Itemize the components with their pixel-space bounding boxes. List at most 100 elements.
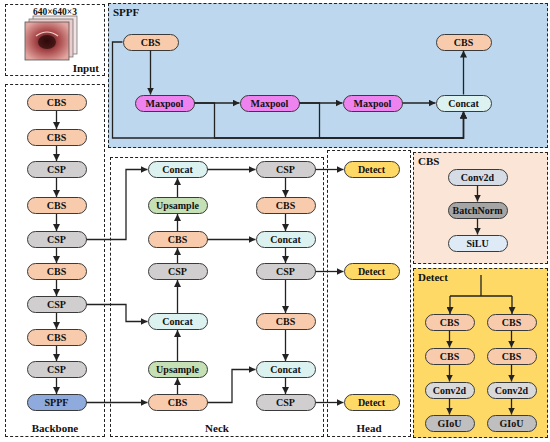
flow-arrow — [56, 146, 57, 161]
block-label: CBS — [276, 200, 295, 211]
silu-block: SiLU — [448, 235, 508, 252]
flow-arrow — [208, 169, 256, 170]
block-label: CSP — [276, 397, 295, 408]
block-label: Concat — [270, 234, 301, 245]
block-label: SPPF — [45, 397, 69, 408]
csp-block: CSP — [148, 263, 208, 280]
image-layer — [29, 19, 73, 57]
block-label: Conv2d — [461, 172, 494, 183]
csp-block: CSP — [27, 161, 87, 178]
cbs-block: CBS — [123, 34, 179, 51]
upsample-block: Upsample — [148, 361, 208, 378]
flow-arrow — [177, 178, 178, 197]
flow-arrow — [177, 248, 178, 263]
flow-arrow — [56, 280, 57, 296]
flow-arrow — [177, 214, 178, 231]
cbs-block: CBS — [27, 197, 87, 214]
flow-arrow — [195, 103, 464, 138]
flow-arrow — [285, 378, 286, 394]
concat-block: Concat — [148, 161, 208, 178]
flow-arrow — [285, 280, 286, 313]
flow-arrow — [56, 378, 57, 394]
cbs-block: CBS — [487, 314, 537, 331]
block-label: SiLU — [466, 238, 488, 249]
block-label: CBS — [168, 397, 187, 408]
block-label: CBS — [47, 332, 66, 343]
block-label: CBS — [47, 132, 66, 143]
conv-block: Conv2d — [425, 382, 475, 399]
cbs-block: CBS — [256, 313, 316, 330]
block-label: CSP — [47, 234, 66, 245]
block-label: Upsample — [156, 200, 199, 211]
csp-block: CSP — [27, 231, 87, 248]
concat-block: Concat — [256, 361, 316, 378]
block-label: GIoU — [438, 418, 462, 429]
block-label: Concat — [448, 98, 479, 109]
cbs-block: CBS — [148, 394, 208, 411]
flow-arrow — [463, 51, 464, 95]
block-label: GIoU — [500, 418, 524, 429]
cbs-block: CBS — [425, 314, 475, 331]
panel-title: 640×640×3 — [6, 7, 104, 17]
flow-arrow — [56, 346, 57, 361]
cbs-block: CBS — [27, 94, 87, 111]
head-panel: HeadDetectDetectDetect — [327, 150, 411, 437]
flow-arrow — [177, 330, 178, 361]
cbs-block: CBS — [148, 231, 208, 248]
concat-block: Concat — [436, 95, 492, 112]
flow-arrow — [56, 214, 57, 231]
flow-arrow — [87, 305, 148, 322]
flow-arrow — [449, 331, 450, 348]
csp-block: CSP — [256, 263, 316, 280]
flow-arrow — [477, 219, 478, 235]
flow-arrow — [511, 365, 512, 382]
flow-arrow — [56, 248, 57, 263]
concat-block: Concat — [256, 231, 316, 248]
concat-block: Concat — [148, 313, 208, 330]
upsample-block: Upsample — [148, 197, 208, 214]
batchnorm-block: BatchNorm — [448, 202, 508, 219]
block-label: CBS — [47, 266, 66, 277]
block-label: CBS — [168, 234, 187, 245]
input-image — [25, 16, 77, 60]
sppf-panel: SPPFCBSCBSMaxpoolMaxpoolMaxpoolConcat — [108, 3, 548, 148]
block-label: Concat — [270, 364, 301, 375]
block-label: Detect — [358, 164, 385, 175]
maxpool-block: Maxpool — [135, 95, 195, 112]
cbs-block: CBS — [425, 348, 475, 365]
image-detail — [36, 32, 58, 36]
csp-block: CSP — [27, 361, 87, 378]
cbs-panel: CBSConv2dBatchNormSiLU — [413, 152, 548, 264]
block-label: Detect — [358, 397, 385, 408]
block-label: CBS — [141, 37, 160, 48]
giou-block: GIoU — [425, 415, 475, 432]
cbs-block: CBS — [27, 129, 87, 146]
detect-panel: DetectCBS CBS CBS CBS Conv2d Conv2dGIoU GIoU — [413, 268, 548, 438]
giou-block: GIoU — [487, 415, 537, 432]
flow-arrow — [449, 399, 450, 415]
image-layer — [33, 16, 77, 54]
block-label: Maxpool — [251, 98, 289, 109]
maxpool-block: Maxpool — [240, 95, 300, 112]
detect-block: Detect — [344, 161, 400, 178]
block-label: Detect — [358, 266, 385, 277]
block-label: CBS — [502, 351, 521, 362]
flow-arrow — [300, 103, 464, 138]
image-detail — [38, 35, 56, 49]
detect-block: Detect — [344, 263, 400, 280]
block-label: Conv2d — [433, 385, 466, 396]
panel-title: Head — [328, 422, 410, 434]
flow-arrow — [150, 51, 151, 95]
panel-title: SPPF — [113, 6, 139, 18]
block-label: Conv2d — [495, 385, 528, 396]
block-label: CBS — [276, 316, 295, 327]
block-label: BatchNorm — [453, 205, 503, 216]
panel-title: Input — [73, 62, 99, 74]
flow-arrow — [285, 248, 286, 263]
panel-title: Detect — [418, 271, 448, 283]
flow-arrow — [511, 331, 512, 348]
block-label: CSP — [47, 364, 66, 375]
maxpool-block: Maxpool — [343, 95, 403, 112]
